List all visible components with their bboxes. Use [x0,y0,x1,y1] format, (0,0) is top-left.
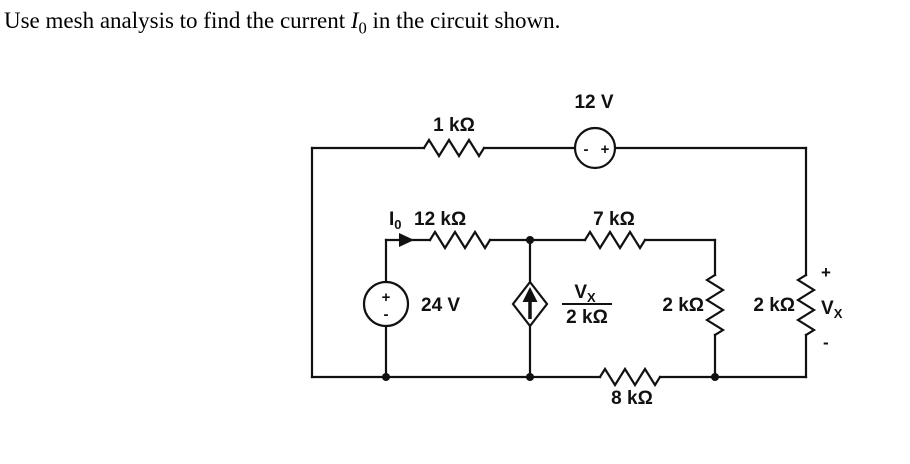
resistor-7k [583,229,647,251]
source-12v-minus-sign: - [584,141,589,158]
problem-statement-suffix: in the circuit shown. [366,8,561,33]
source-12v-label: 12 V [574,92,613,113]
node-dot [711,373,719,381]
resistor-1k [422,137,486,159]
resistor-7k-label: 7 kΩ [593,209,635,230]
resistor-2k-right-label: 2 kΩ [753,295,795,316]
vx-plus-sign: + [821,263,831,282]
resistor-1k-label: 1 kΩ [433,115,475,136]
source-24v-label: 24 V [421,295,460,316]
node-dot [526,373,534,381]
current-variable-subscript: 0 [358,18,367,38]
voltage-source-24v [362,280,410,328]
resistor-2k-right [795,273,817,337]
dependent-source-arrow [522,287,538,319]
source-12v-plus-sign: + [601,141,610,158]
resistor-12k [428,229,492,251]
voltage-source-12v [573,126,617,170]
dep-source-denominator-label: 2 kΩ [566,307,608,328]
source-24v-plus-sign: + [382,289,391,306]
i0-current-arrow-icon [399,233,414,247]
resistor-8k [598,366,662,388]
vx-label: VX [821,298,843,321]
current-variable: I [350,8,359,33]
node-dot [526,236,534,244]
node-dots [382,236,719,381]
node-dot [382,373,390,381]
problem-statement: Use mesh analysis to find the current I0… [4,8,560,39]
source-24v-minus-sign: - [384,306,389,323]
resistor-2k-left [704,273,726,337]
resistor-2k-left-label: 2 kΩ [662,295,704,316]
i0-current-label: I0 [389,209,402,232]
resistor-12k-label: 12 kΩ [414,209,466,230]
problem-statement-prefix: Use mesh analysis to find the current [4,8,351,33]
vx-minus-sign: - [823,333,829,352]
dep-source-numerator-label: VX [574,282,596,305]
resistor-8k-label: 8 kΩ [611,388,653,409]
